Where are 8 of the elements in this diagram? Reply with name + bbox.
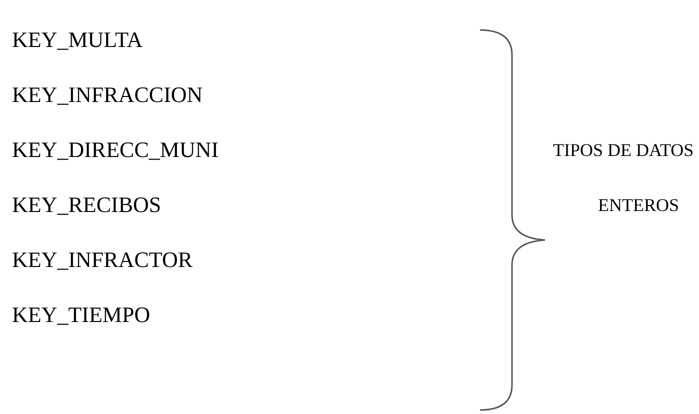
key-name: KEY_TIEMPO: [12, 302, 150, 328]
key-name: KEY_MULTA: [12, 27, 143, 53]
type-note: ENTEROS: [598, 194, 679, 217]
type-note: TIPOS DE DATOS: [553, 139, 694, 162]
key-name: KEY_INFRACCION: [12, 82, 203, 108]
key-name: KEY_DIRECC_MUNI: [12, 137, 219, 163]
key-name: KEY_INFRACTOR: [12, 247, 193, 273]
key-name: KEY_RECIBOS: [12, 192, 162, 218]
